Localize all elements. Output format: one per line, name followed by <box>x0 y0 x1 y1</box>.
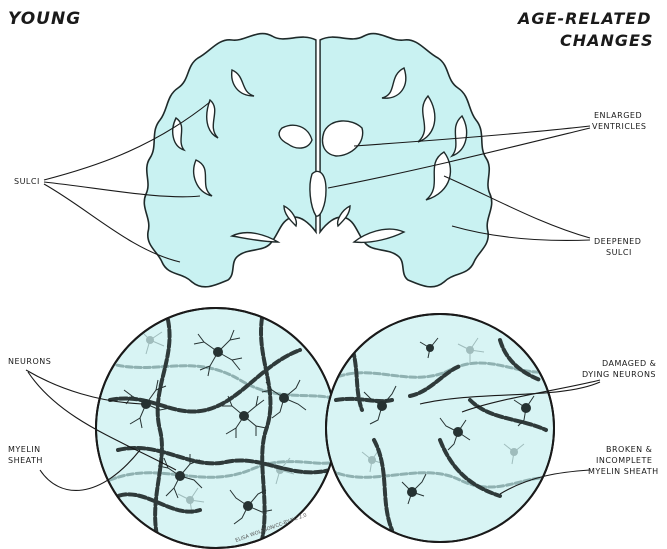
label-myelin-2: SHEATH <box>8 456 43 465</box>
label-broken-2: INCOMPLETE <box>596 456 652 465</box>
label-damaged-1: DAMAGED & <box>602 359 656 368</box>
aged-tissue-circle <box>326 314 556 542</box>
heading-young: YOUNG <box>8 9 81 29</box>
label-deepened-sulci-2: SULCI <box>606 248 632 257</box>
label-broken-1: BROKEN & <box>606 445 652 454</box>
heading-age-related: AGE-RELATED <box>516 9 652 28</box>
label-damaged-2: DYING NEURONS <box>582 370 656 379</box>
label-enlarged-ventricles-2: VENTRICLES <box>592 122 647 131</box>
left-hemisphere <box>144 34 316 287</box>
label-neurons: NEURONS <box>8 357 51 366</box>
label-sulci-left: SULCI <box>14 177 40 186</box>
heading-changes: CHANGES <box>560 31 654 50</box>
label-enlarged-ventricles-1: ENLARGED <box>594 111 642 120</box>
right-hemisphere <box>320 34 492 287</box>
young-tissue-circle <box>96 308 340 548</box>
label-myelin-1: MYELIN <box>8 445 41 454</box>
label-broken-3: MYELIN SHEATH <box>588 467 659 476</box>
brain-coronal-section <box>144 34 491 287</box>
label-deepened-sulci-1: DEEPENED <box>594 237 641 246</box>
